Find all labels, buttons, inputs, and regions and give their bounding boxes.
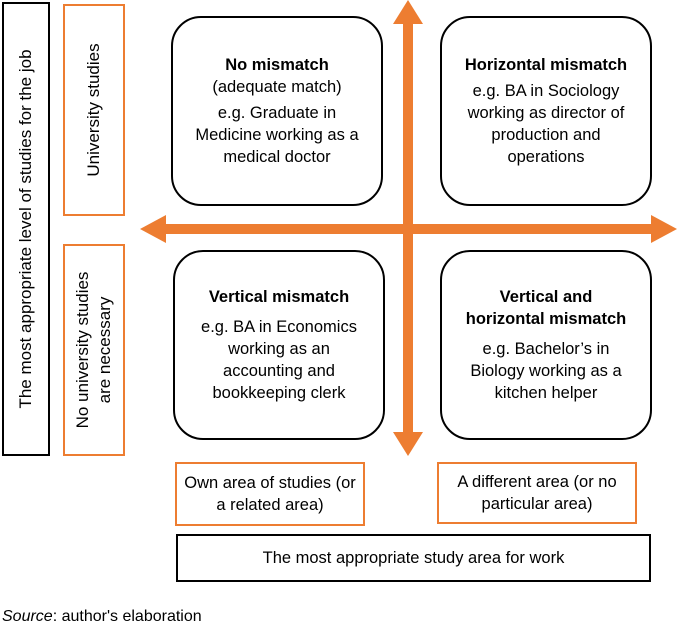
y-label-no-university-box: No university studies are necessary <box>63 244 125 456</box>
x-label-own-area-box: Own area of studies (or a related area) <box>175 462 365 526</box>
example-line: Biology working as a <box>470 362 622 380</box>
quadrant-vertical-horizontal-mismatch: Vertical and horizontal mismatch e.g. Ba… <box>440 250 652 440</box>
source-note: Source: author's elaboration <box>2 608 202 626</box>
title-line: Vertical and <box>499 288 593 306</box>
horizontal-arrow-shaft <box>162 224 654 234</box>
example-line: e.g. Bachelor’s in <box>482 340 610 358</box>
x-label-different-area-line2: particular area) <box>481 495 593 513</box>
quadrant-example: e.g. Graduate in Medicine working as a m… <box>195 102 358 168</box>
quadrant-subtitle: (adequate match) <box>212 78 342 96</box>
x-axis-title-box: The most appropriate study area for work <box>176 534 651 582</box>
quadrant-title: Vertical mismatch <box>208 288 350 306</box>
example-line: working as director of <box>467 104 625 122</box>
quadrant-example: e.g. Bachelor’s in Biology working as a … <box>470 338 621 404</box>
x-label-different-area-box: A different area (or no particular area) <box>437 462 637 524</box>
quadrant-title: Horizontal mismatch <box>464 56 628 74</box>
example-line: e.g. BA in Sociology <box>472 82 620 100</box>
y-label-university-box: University studies <box>63 4 125 216</box>
arrow-down-head <box>393 432 423 456</box>
x-label-own-area-line2: a related area) <box>216 496 324 514</box>
quadrant-no-mismatch: No mismatch (adequate match) e.g. Gradua… <box>171 16 383 206</box>
quadrant-title: Vertical and horizontal mismatch <box>466 286 626 330</box>
example-line: kitchen helper <box>494 384 598 402</box>
x-label-own-area-line1: Own area of studies (or <box>184 474 356 492</box>
source-text: : author's elaboration <box>52 608 202 625</box>
example-line: production and <box>491 126 601 144</box>
example-line: working as an <box>228 340 330 358</box>
example-line: medical doctor <box>223 148 331 166</box>
quadrant-example: e.g. BA in Economics working as an accou… <box>201 316 357 404</box>
quadrant-horizontal-mismatch: Horizontal mismatch e.g. BA in Sociology… <box>440 16 652 206</box>
y-axis-title-box: The most appropriate level of studies fo… <box>2 2 50 456</box>
x-label-different-area-line1: A different area (or no <box>457 473 617 491</box>
x-axis-title: The most appropriate study area for work <box>262 549 565 567</box>
title-line: horizontal mismatch <box>465 310 627 328</box>
example-line: operations <box>507 148 585 166</box>
example-line: Medicine working as a <box>195 126 359 144</box>
example-line: e.g. BA in Economics <box>201 318 357 336</box>
quadrant-example: e.g. BA in Sociology working as director… <box>468 80 625 168</box>
source-label: Source <box>2 608 53 625</box>
arrow-right-head <box>651 215 677 243</box>
example-line: accounting and <box>223 362 335 380</box>
arrow-left-head <box>140 215 166 243</box>
example-line: e.g. Graduate in <box>217 104 337 122</box>
arrow-up-head <box>393 0 423 24</box>
quadrant-vertical-mismatch: Vertical mismatch e.g. BA in Economics w… <box>173 250 385 440</box>
quadrant-title: No mismatch <box>225 56 329 74</box>
example-line: bookkeeping clerk <box>212 384 346 402</box>
